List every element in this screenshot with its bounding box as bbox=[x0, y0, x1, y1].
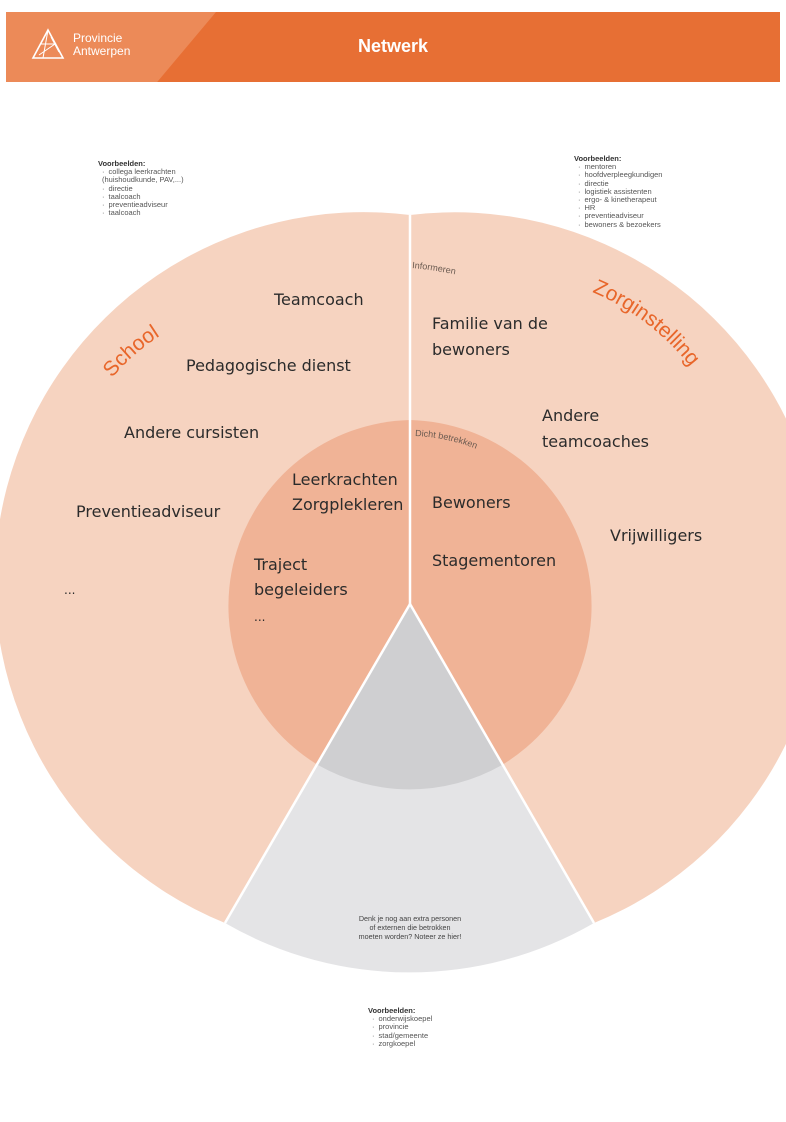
examples-zorg-title: Voorbeelden: bbox=[574, 154, 622, 163]
examples-extern-title: Voorbeelden: bbox=[368, 1006, 416, 1015]
school-outer-item: Teamcoach bbox=[273, 290, 364, 309]
school-inner-section bbox=[228, 420, 410, 765]
header-bar: Provincie Antwerpen Netwerk bbox=[6, 12, 780, 82]
zorg-outer-item: bewoners bbox=[432, 340, 510, 359]
zorg-inner-item: Bewoners bbox=[432, 493, 511, 512]
school-inner-item: Leerkrachten bbox=[292, 470, 398, 489]
logo-text-line2: Antwerpen bbox=[73, 44, 131, 58]
page-title: Netwerk bbox=[357, 36, 429, 56]
examples-extern-item: stad/gemeente bbox=[372, 1031, 432, 1040]
examples-zorg-item: mentoren bbox=[578, 162, 662, 171]
zorg-inner-item: Stagementoren bbox=[432, 551, 556, 570]
examples-school-title: Voorbeelden: bbox=[98, 159, 146, 168]
examples-zorg-item: preventieadviseur bbox=[578, 212, 662, 220]
zorg-outer-item: teamcoaches bbox=[542, 432, 649, 451]
examples-zorg-item: directie bbox=[578, 179, 662, 188]
logo-text-line1: Provincie bbox=[73, 31, 123, 45]
divider-left bbox=[223, 603, 412, 924]
examples-extern: Voorbeelden: onderwijskoepel provincie s… bbox=[368, 1006, 433, 1048]
examples-school-item: taalcoach bbox=[102, 192, 184, 201]
zorg-inner-section bbox=[410, 420, 592, 765]
examples-zorg-item: ergo- & kinetherapeut bbox=[578, 195, 662, 204]
examples-zorg-item: hoofdverpleegkundigen bbox=[578, 171, 663, 179]
examples-zorg-item: HR bbox=[578, 204, 662, 212]
school-inner-item: Zorgplekleren bbox=[292, 495, 403, 514]
school-outer-item: Preventieadviseur bbox=[76, 502, 221, 521]
school-outer-item: ... bbox=[64, 583, 75, 597]
extern-inner-section bbox=[318, 604, 502, 790]
examples-zorg: Voorbeelden: mentoren hoofdverpleegkundi… bbox=[574, 154, 663, 229]
logo: Provincie Antwerpen bbox=[31, 28, 130, 62]
zorg-outer-item: Andere bbox=[542, 406, 599, 425]
examples-school-item: taalcoach bbox=[102, 209, 184, 217]
examples-extern-item: zorgkoepel bbox=[372, 1039, 432, 1048]
extern-prompt-line: Denk je nog aan extra personen bbox=[359, 914, 461, 923]
zorg-outer-item: Vrijwilligers bbox=[610, 526, 702, 545]
school-outer-item: Andere cursisten bbox=[124, 423, 259, 442]
examples-school-item: collega leerkrachten (huishoudkunde, PAV… bbox=[102, 167, 184, 184]
school-inner-item: ... bbox=[254, 610, 265, 624]
extern-prompt-line: moeten worden? Noteer ze hier! bbox=[359, 932, 462, 941]
extern-prompt-line: of externen die betrokken bbox=[369, 923, 450, 932]
examples-extern-item: provincie bbox=[372, 1023, 432, 1031]
divider-right bbox=[408, 603, 596, 924]
triangle-logo-icon bbox=[31, 28, 65, 59]
examples-zorg-item: bewoners & bezoekers bbox=[578, 220, 662, 229]
examples-school: Voorbeelden: collega leerkrachten (huish… bbox=[98, 159, 184, 217]
examples-school-item: preventieadviseur bbox=[102, 200, 184, 209]
zorg-outer-item: Familie van de bbox=[432, 314, 548, 333]
examples-zorg-item: logistiek assistenten bbox=[578, 187, 662, 196]
school-inner-item: begeleiders bbox=[254, 580, 348, 599]
examples-extern-item: onderwijskoepel bbox=[372, 1014, 433, 1023]
school-outer-item: Pedagogische dienst bbox=[186, 356, 351, 375]
school-inner-item: Traject bbox=[253, 555, 307, 574]
examples-school-item: directie bbox=[102, 184, 184, 193]
